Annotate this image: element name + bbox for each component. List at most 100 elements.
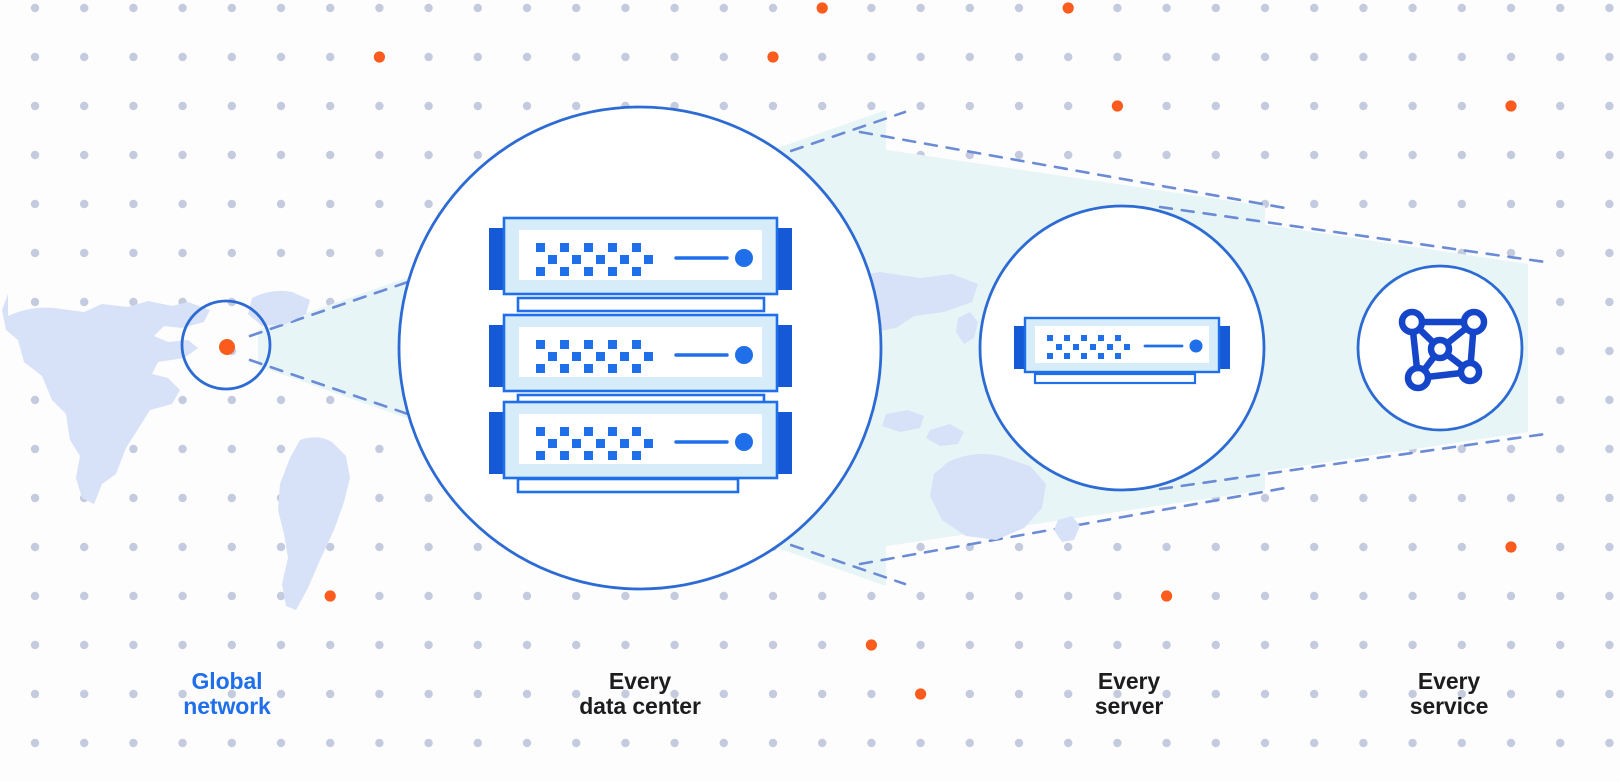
grid-dot [1359,689,1368,699]
grid-dot [818,738,827,748]
grid-dot [1359,101,1368,111]
grid-dot [768,689,778,699]
grid-dot [375,150,384,160]
grid-dot [326,395,335,405]
grid-dot [818,591,827,601]
grid-dot [1162,542,1171,552]
grid-dot [522,3,532,13]
grid-dot [178,542,187,552]
grid-dot [326,689,335,699]
grid-dot [1408,199,1417,209]
grid-dot [30,738,40,748]
grid-dot [1310,493,1319,503]
grid-dot [1113,3,1122,13]
grid-dot [1408,101,1417,111]
grid-dot [1408,150,1417,160]
grid-dot [1064,542,1073,552]
grid-dot [375,738,384,748]
grid-dot [1310,3,1319,13]
grid-dot [1211,738,1221,748]
grid-dot [719,689,728,699]
grid-dot [965,689,974,699]
grid-dot [1556,591,1565,601]
dashed-guide-top-server-service [1158,205,1547,264]
grid-dot [768,591,778,601]
grid-dot [1359,591,1368,601]
grid-dot [80,591,89,601]
grid-dot [227,738,236,748]
grid-dot [1408,591,1417,601]
grid-dot [1162,101,1171,111]
grid-dot [1113,640,1122,650]
grid-dot [1014,52,1024,62]
grid-dot [1310,101,1319,111]
grid-dot [522,738,532,748]
grid-dot [227,3,236,13]
grid-dot [1605,297,1614,307]
grid-dot [1310,689,1319,699]
server-rack-illustration [489,216,792,494]
grid-dot [473,640,482,650]
grid-dot [424,689,433,699]
grid-dot [1605,101,1614,111]
grid-dot [1556,346,1565,356]
grid-dot [1457,493,1467,503]
grid-dot [1506,591,1516,601]
grid-dot [1457,444,1467,454]
grid-dot [178,248,187,258]
grid-dot [965,640,974,650]
grid-dot [1457,199,1467,209]
grid-dot [375,493,384,503]
grid-dot [916,101,925,111]
grid-dot [227,52,236,62]
grid-dot [30,248,40,258]
grid-dot [326,542,335,552]
grid-dot [818,101,827,111]
grid-dot [375,101,384,111]
grid-dot [1014,689,1024,699]
grid-dot [1113,52,1122,62]
grid-dot [1556,248,1565,258]
single-server-base [1033,372,1197,385]
grid-dot [424,640,433,650]
grid-dot [227,689,236,699]
grid-dot [1506,3,1516,13]
server-unit-led-matrix [536,427,653,460]
grid-dot [178,395,187,405]
grid-dot [1605,444,1614,454]
grid-dot [424,738,433,748]
grid-dot [473,689,482,699]
grid-dot [572,640,581,650]
grid-dot [30,640,40,650]
server-rack-base [516,477,740,494]
grid-dot [276,199,286,209]
grid-dot [818,52,827,62]
grid-dot [1260,493,1270,503]
grid-dot [129,689,138,699]
grid-dot [424,101,433,111]
grid-dot [227,101,236,111]
accent-grid-dot [1161,590,1173,602]
grid-dot [1064,52,1073,62]
grid-dot [1408,738,1417,748]
grid-dot [1556,395,1565,405]
grid-dot [1359,150,1368,160]
grid-dot [276,150,286,160]
grid-dot [965,591,974,601]
grid-dot [1211,52,1221,62]
grid-dot [227,591,236,601]
grid-dot [1064,101,1073,111]
grid-dot [670,640,679,650]
grid-dot [1260,591,1270,601]
grid-dot [227,493,236,503]
grid-dot [227,444,236,454]
grid-dot [1064,738,1073,748]
grid-dot [1506,689,1516,699]
grid-dot [80,738,89,748]
grid-dot [1457,101,1467,111]
global-network-highlight-circle [180,299,272,391]
grid-dot [375,689,384,699]
grid-dot [1506,199,1516,209]
grid-dot [1359,542,1368,552]
